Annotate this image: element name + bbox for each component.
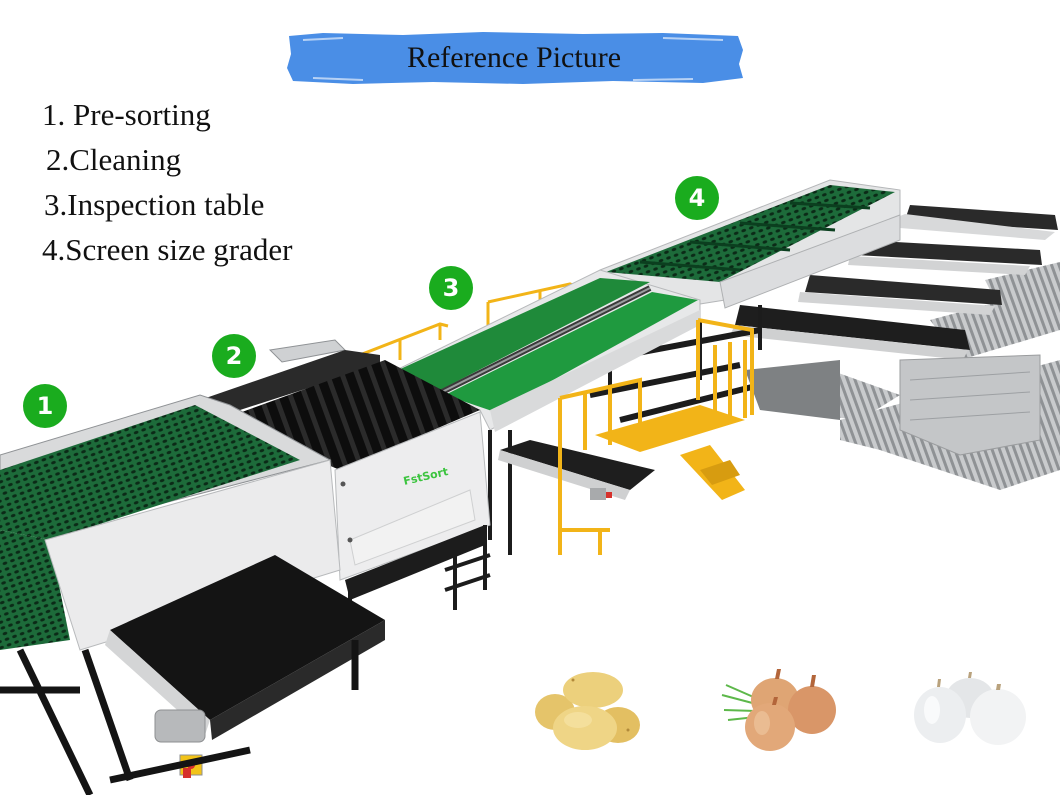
title-banner: Reference Picture xyxy=(283,30,745,86)
step-screen-size-grader: 4.Screen size grader xyxy=(42,232,293,267)
white-onion-icon xyxy=(914,672,1026,745)
brush-stroke-background xyxy=(287,32,743,84)
badge-step-2: 2 xyxy=(212,334,256,378)
badge-step-4: 4 xyxy=(675,176,719,220)
badge-step-1: 1 xyxy=(23,384,67,428)
brush-cleaning-machine xyxy=(200,339,491,630)
step-cleaning: 2.Cleaning xyxy=(46,142,182,177)
inspection-table xyxy=(350,269,754,555)
step-inspection-table: 3.Inspection table xyxy=(44,187,265,222)
screen-size-grader xyxy=(589,179,1060,490)
onion-icon xyxy=(721,669,836,751)
badge-step-3: 3 xyxy=(429,266,473,310)
page-title: Reference Picture xyxy=(406,41,622,74)
step-pre-sorting: 1. Pre-sorting xyxy=(42,97,211,132)
pre-sorting-machine xyxy=(0,394,385,795)
potato-icon xyxy=(535,672,640,750)
process-steps-list: 1. Pre-sorting 2.Cleaning 3.Inspection t… xyxy=(42,92,292,272)
